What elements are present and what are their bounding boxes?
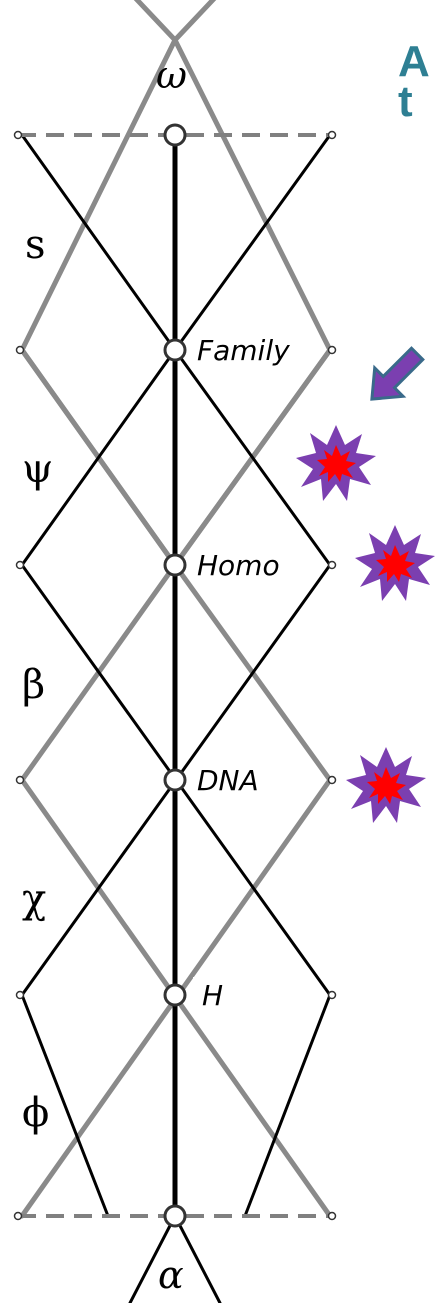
- black-bottom-left-line: [128, 1214, 177, 1303]
- header-fragment-line2: t: [398, 77, 413, 126]
- endpoint-dots: [13, 130, 337, 1221]
- beta-label: β: [22, 662, 45, 708]
- gray-top-right-line: [172, 0, 217, 43]
- node-labels: Family Homo DNA H: [193, 332, 311, 1013]
- endpoint-dot: [327, 990, 337, 1000]
- endpoint-dot: [15, 775, 25, 785]
- h-label: H: [202, 979, 223, 1012]
- purple-arrow-icon: [370, 346, 425, 401]
- endpoint-dot: [15, 990, 25, 1000]
- endpoint-dot: [15, 560, 25, 570]
- header-fragment-line1: A: [398, 37, 430, 86]
- left-greek-labels: s ψ β χ ϕ: [22, 222, 53, 1136]
- homo-label-bg: [193, 547, 303, 583]
- phi-label: ϕ: [22, 1090, 49, 1136]
- gray-top-left-line: [133, 0, 178, 43]
- chi-label: χ: [22, 876, 46, 922]
- endpoint-dot: [327, 775, 337, 785]
- endpoint-dot: [327, 130, 337, 140]
- alpha-node: [163, 1204, 187, 1228]
- s-label: s: [25, 222, 46, 268]
- family-label: Family: [197, 334, 290, 367]
- endpoint-dot: [327, 560, 337, 570]
- starburst-icon: [296, 425, 376, 501]
- omega-top-label: ω: [156, 53, 187, 97]
- family-label-bg: [193, 332, 311, 368]
- main-nodes: [163, 123, 187, 1228]
- black-bottom-right-line: [173, 1214, 222, 1303]
- dna-label-bg: [193, 762, 273, 798]
- endpoint-dot: [327, 1211, 337, 1221]
- psi-label: ψ: [22, 446, 53, 492]
- omega-node: [163, 123, 187, 147]
- alpha-bottom-label: α: [158, 1253, 184, 1297]
- dna-label: DNA: [197, 764, 259, 797]
- endpoint-dot: [15, 345, 25, 355]
- starburst-icon: [355, 525, 435, 601]
- homo-node: [163, 553, 187, 577]
- header-fragment: A t: [398, 37, 430, 126]
- h-label-bg: [193, 977, 225, 1013]
- endpoint-dot: [13, 130, 23, 140]
- h-node: [163, 983, 187, 1007]
- dna-node: [163, 768, 187, 792]
- homo-label: Homo: [197, 549, 280, 582]
- endpoint-dot: [13, 1211, 23, 1221]
- starburst-icon: [346, 747, 426, 823]
- family-node: [163, 338, 187, 362]
- endpoint-dot: [327, 345, 337, 355]
